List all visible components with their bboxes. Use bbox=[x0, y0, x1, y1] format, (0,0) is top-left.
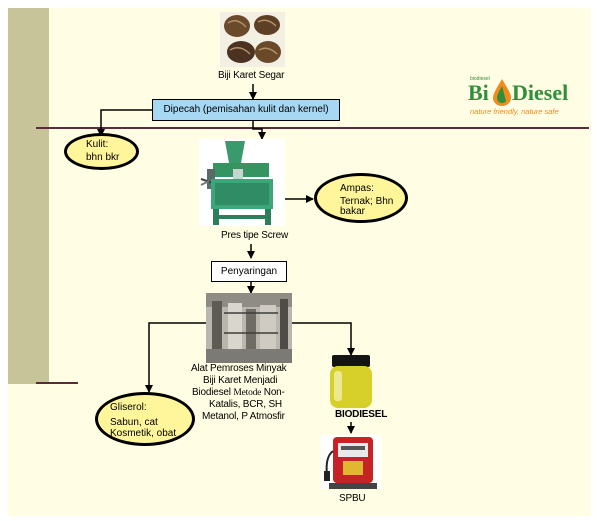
process-line3-part2: Metode bbox=[233, 388, 262, 398]
kulit-ellipse bbox=[64, 133, 139, 170]
logo-small-text: biodiesel bbox=[470, 76, 490, 82]
gliserol-ellipse bbox=[95, 392, 195, 446]
ampas-desc-line1: Ternak; Bhn bbox=[340, 196, 394, 207]
spbu-label: SPBU bbox=[339, 493, 366, 504]
process-line3-part3: Non- bbox=[263, 387, 285, 398]
peel-process-label: Dipecah (pemisahan kulit dan kernel) bbox=[163, 104, 329, 116]
arrow-peel-to-kulit bbox=[97, 109, 152, 137]
ampas-title: Ampas: bbox=[340, 183, 374, 194]
arrow-peel-to-press bbox=[252, 121, 266, 140]
filter-process-box: Penyaringan bbox=[211, 261, 287, 282]
gliserol-title: Gliserol: bbox=[110, 402, 147, 413]
fuel-pump-image bbox=[321, 435, 381, 489]
logo-bi-text: Bi bbox=[468, 80, 489, 105]
process-line4: Katalis, BCR, SH bbox=[209, 399, 282, 410]
process-line5: Metanol, P Atmosfir bbox=[202, 411, 285, 422]
seeds-label: Biji Karet Segar bbox=[218, 70, 285, 81]
press-label: Pres tipe Screw bbox=[221, 230, 289, 241]
gliserol-desc-line2: Kosmetik, obat bbox=[110, 428, 177, 439]
bottom-divider-rule bbox=[36, 382, 78, 384]
biodiesel-label: BIODIESEL bbox=[335, 409, 388, 420]
gliserol-desc-line1: Sabun, cat bbox=[110, 417, 158, 428]
peel-process-box: Dipecah (pemisahan kulit dan kernel) bbox=[152, 99, 340, 121]
arrow-process-to-biodiesel bbox=[292, 322, 355, 356]
biodiesel-jar-image bbox=[330, 355, 372, 408]
process-line1: Alat Pemroses Minyak bbox=[191, 363, 287, 374]
filter-process-label: Penyaringan bbox=[220, 265, 278, 277]
droplet-icon bbox=[493, 79, 511, 106]
ampas-ellipse bbox=[314, 173, 408, 223]
ampas-desc-line2: bakar bbox=[340, 206, 366, 217]
left-decorative-bar bbox=[8, 8, 49, 384]
logo-diesel-text: Diesel bbox=[512, 80, 569, 105]
process-line3: Biodiesel Metode Non- bbox=[192, 387, 285, 399]
arrow-process-to-gliserol bbox=[145, 322, 206, 393]
processing-equipment-image bbox=[206, 293, 292, 363]
biodiesel-logo: biodiesel Bi Diesel nature friendly, nat… bbox=[468, 76, 589, 118]
rubber-seeds-image bbox=[220, 12, 285, 67]
process-line3-part1: Biodiesel bbox=[192, 387, 231, 398]
screw-press-image bbox=[199, 139, 285, 226]
logo-tagline: nature friendly, nature safe bbox=[470, 107, 559, 116]
kulit-desc: bhn bkr bbox=[86, 152, 120, 163]
top-divider-rule bbox=[36, 127, 589, 129]
kulit-title: Kulit: bbox=[86, 139, 109, 150]
process-line2: Biji Karet Menjadi bbox=[203, 375, 278, 386]
